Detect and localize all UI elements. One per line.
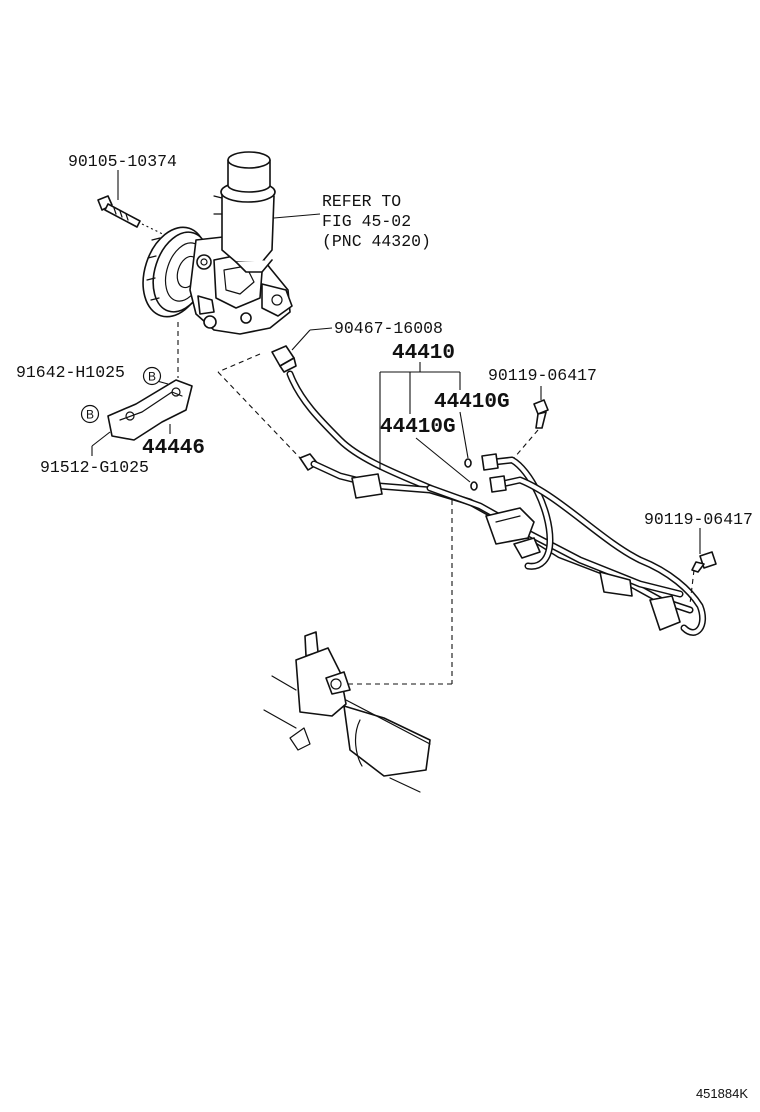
label-refer-to: REFER TO [322, 192, 401, 211]
steering-gear[interactable] [263, 631, 431, 793]
leader-group-44410 [379, 362, 471, 483]
label-clamp-90467-16008: 90467-16008 [334, 319, 443, 338]
label-hose-44410: 44410 [392, 342, 455, 365]
union-bolt-90119-06417-b[interactable] [691, 551, 717, 573]
leader-clamp-h [309, 327, 333, 331]
label-fig: FIG 45-02 [322, 212, 411, 231]
o-ring-lower[interactable] [470, 481, 478, 491]
label-union-bolt-a: 90119-06417 [488, 366, 597, 385]
power-steering-pump[interactable] [132, 151, 293, 335]
tube-clamp-block[interactable] [485, 507, 541, 559]
label-bolt-90105-10374: 90105-10374 [68, 152, 177, 171]
label-oring-44410g-upper: 44410G [434, 391, 510, 414]
dash-pump-b [217, 371, 301, 459]
b-mark-2: B [80, 404, 100, 424]
label-union-bolt-b: 90119-06417 [644, 510, 753, 529]
label-oring-44410g-lower: 44410G [380, 416, 456, 439]
illustration-id: 451884K [696, 1086, 748, 1101]
clamp-90467-16008[interactable] [271, 345, 297, 373]
label-bolt-91642-h1025: 91642-H1025 [16, 363, 125, 382]
dash-union-b [689, 569, 695, 605]
bolt-90105-10374[interactable] [97, 195, 141, 228]
return-hose[interactable] [286, 370, 434, 492]
svg-text:B: B [148, 370, 156, 384]
leader-bolt-b2 [91, 431, 111, 447]
leader-clamp [291, 329, 311, 351]
svg-text:B: B [86, 408, 94, 422]
union-bolt-90119-06417-a[interactable] [533, 399, 549, 429]
leader-refer [273, 213, 321, 219]
label-bracket-44446: 44446 [142, 437, 205, 460]
rack-lines[interactable] [481, 453, 707, 636]
label-bolt-91512-g1025: 91512-G1025 [40, 458, 149, 477]
o-ring-upper[interactable] [464, 458, 472, 468]
dash-union-a [513, 429, 539, 459]
b-mark-1: B [142, 366, 162, 386]
label-pnc: (PNC 44320) [322, 232, 431, 251]
dash-pump-a [217, 353, 261, 373]
bracket-44446[interactable] [107, 379, 193, 441]
